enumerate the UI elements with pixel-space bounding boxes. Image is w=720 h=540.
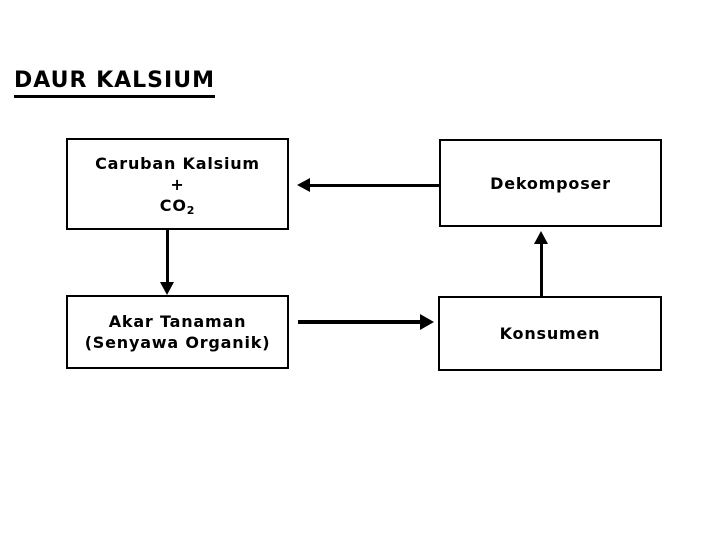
page-title: DAUR KALSIUM xyxy=(14,68,215,98)
formula-base: CO xyxy=(159,195,187,215)
node-konsumen-label: Konsumen xyxy=(499,324,601,343)
arrowhead-down-icon xyxy=(160,282,174,295)
node-caruban-plus: + xyxy=(170,174,185,194)
node-dekomposer-label: Dekomposer xyxy=(490,173,611,193)
arrowhead-left-icon xyxy=(297,178,310,192)
node-dekomposer: Dekomposer xyxy=(439,139,662,227)
arrowhead-right-icon xyxy=(420,314,434,330)
node-caruban-line1: Caruban Kalsium xyxy=(95,153,260,173)
node-konsumen: Konsumen xyxy=(438,296,662,371)
node-akar-line2: (Senyawa Organik) xyxy=(84,333,271,352)
formula-subscript: 2 xyxy=(186,203,196,217)
node-caruban-formula: CO2 xyxy=(160,195,195,216)
arrow-shaft xyxy=(309,184,439,187)
arrow-shaft xyxy=(540,243,543,296)
node-caruban-kalsium: Caruban Kalsium + CO2 xyxy=(66,138,289,230)
arrow-shaft xyxy=(298,320,421,324)
arrowhead-up-icon xyxy=(534,231,548,244)
arrow-shaft xyxy=(166,230,169,283)
node-akar-tanaman: Akar Tanaman (Senyawa Organik) xyxy=(66,295,289,369)
node-akar-line1: Akar Tanaman xyxy=(108,312,247,331)
